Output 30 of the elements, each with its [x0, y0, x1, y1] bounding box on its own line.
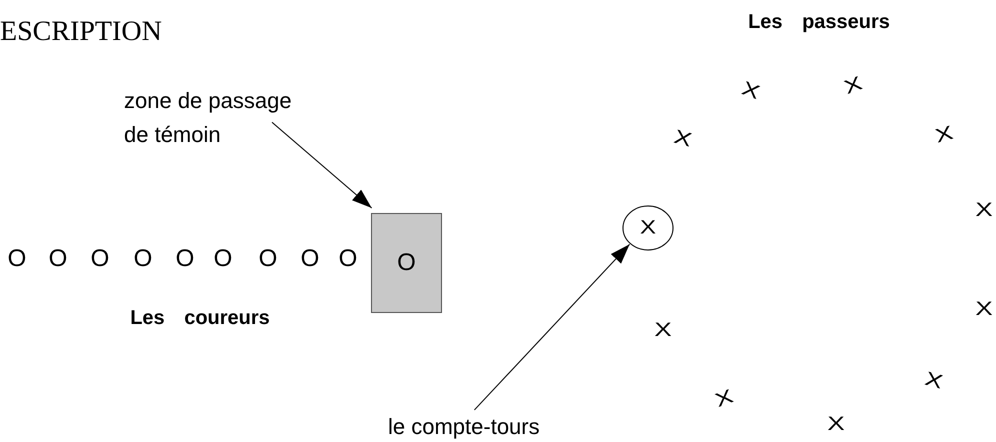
- runner-mark: O: [397, 251, 416, 275]
- runner-mark: O: [90, 247, 110, 271]
- passer-mark: X: [740, 78, 762, 102]
- passer-mark: X: [712, 386, 736, 410]
- passer-mark: X: [975, 298, 993, 318]
- passer-mark: X: [923, 368, 945, 392]
- runner-mark: O: [338, 247, 358, 271]
- passer-mark: X: [640, 218, 656, 238]
- passer-mark: X: [654, 319, 672, 339]
- runner-mark: O: [258, 247, 278, 271]
- leader-arrow: [272, 122, 372, 208]
- leader-arrow: [474, 244, 630, 410]
- runner-mark: O: [134, 247, 152, 271]
- runner-mark: O: [8, 247, 26, 271]
- group-label: Les coureurs: [130, 308, 270, 328]
- lap-counter-circle: [622, 205, 674, 251]
- callout-text: zone de passage de témoin: [124, 87, 293, 150]
- passer-mark: X: [933, 122, 955, 146]
- runner-mark: O: [300, 247, 320, 271]
- callout-text: le compte-tours: [388, 414, 541, 440]
- heading: ESCRIPTION: [0, 18, 162, 46]
- passer-mark: X: [672, 126, 694, 150]
- runner-mark: O: [214, 247, 232, 271]
- handover-zone: [371, 213, 442, 313]
- runner-mark: O: [48, 247, 68, 271]
- passer-mark: X: [975, 199, 993, 219]
- runner-mark: O: [176, 247, 194, 271]
- passer-mark: X: [827, 413, 845, 433]
- passer-mark: X: [842, 72, 864, 98]
- group-label: Les passeurs: [748, 12, 890, 32]
